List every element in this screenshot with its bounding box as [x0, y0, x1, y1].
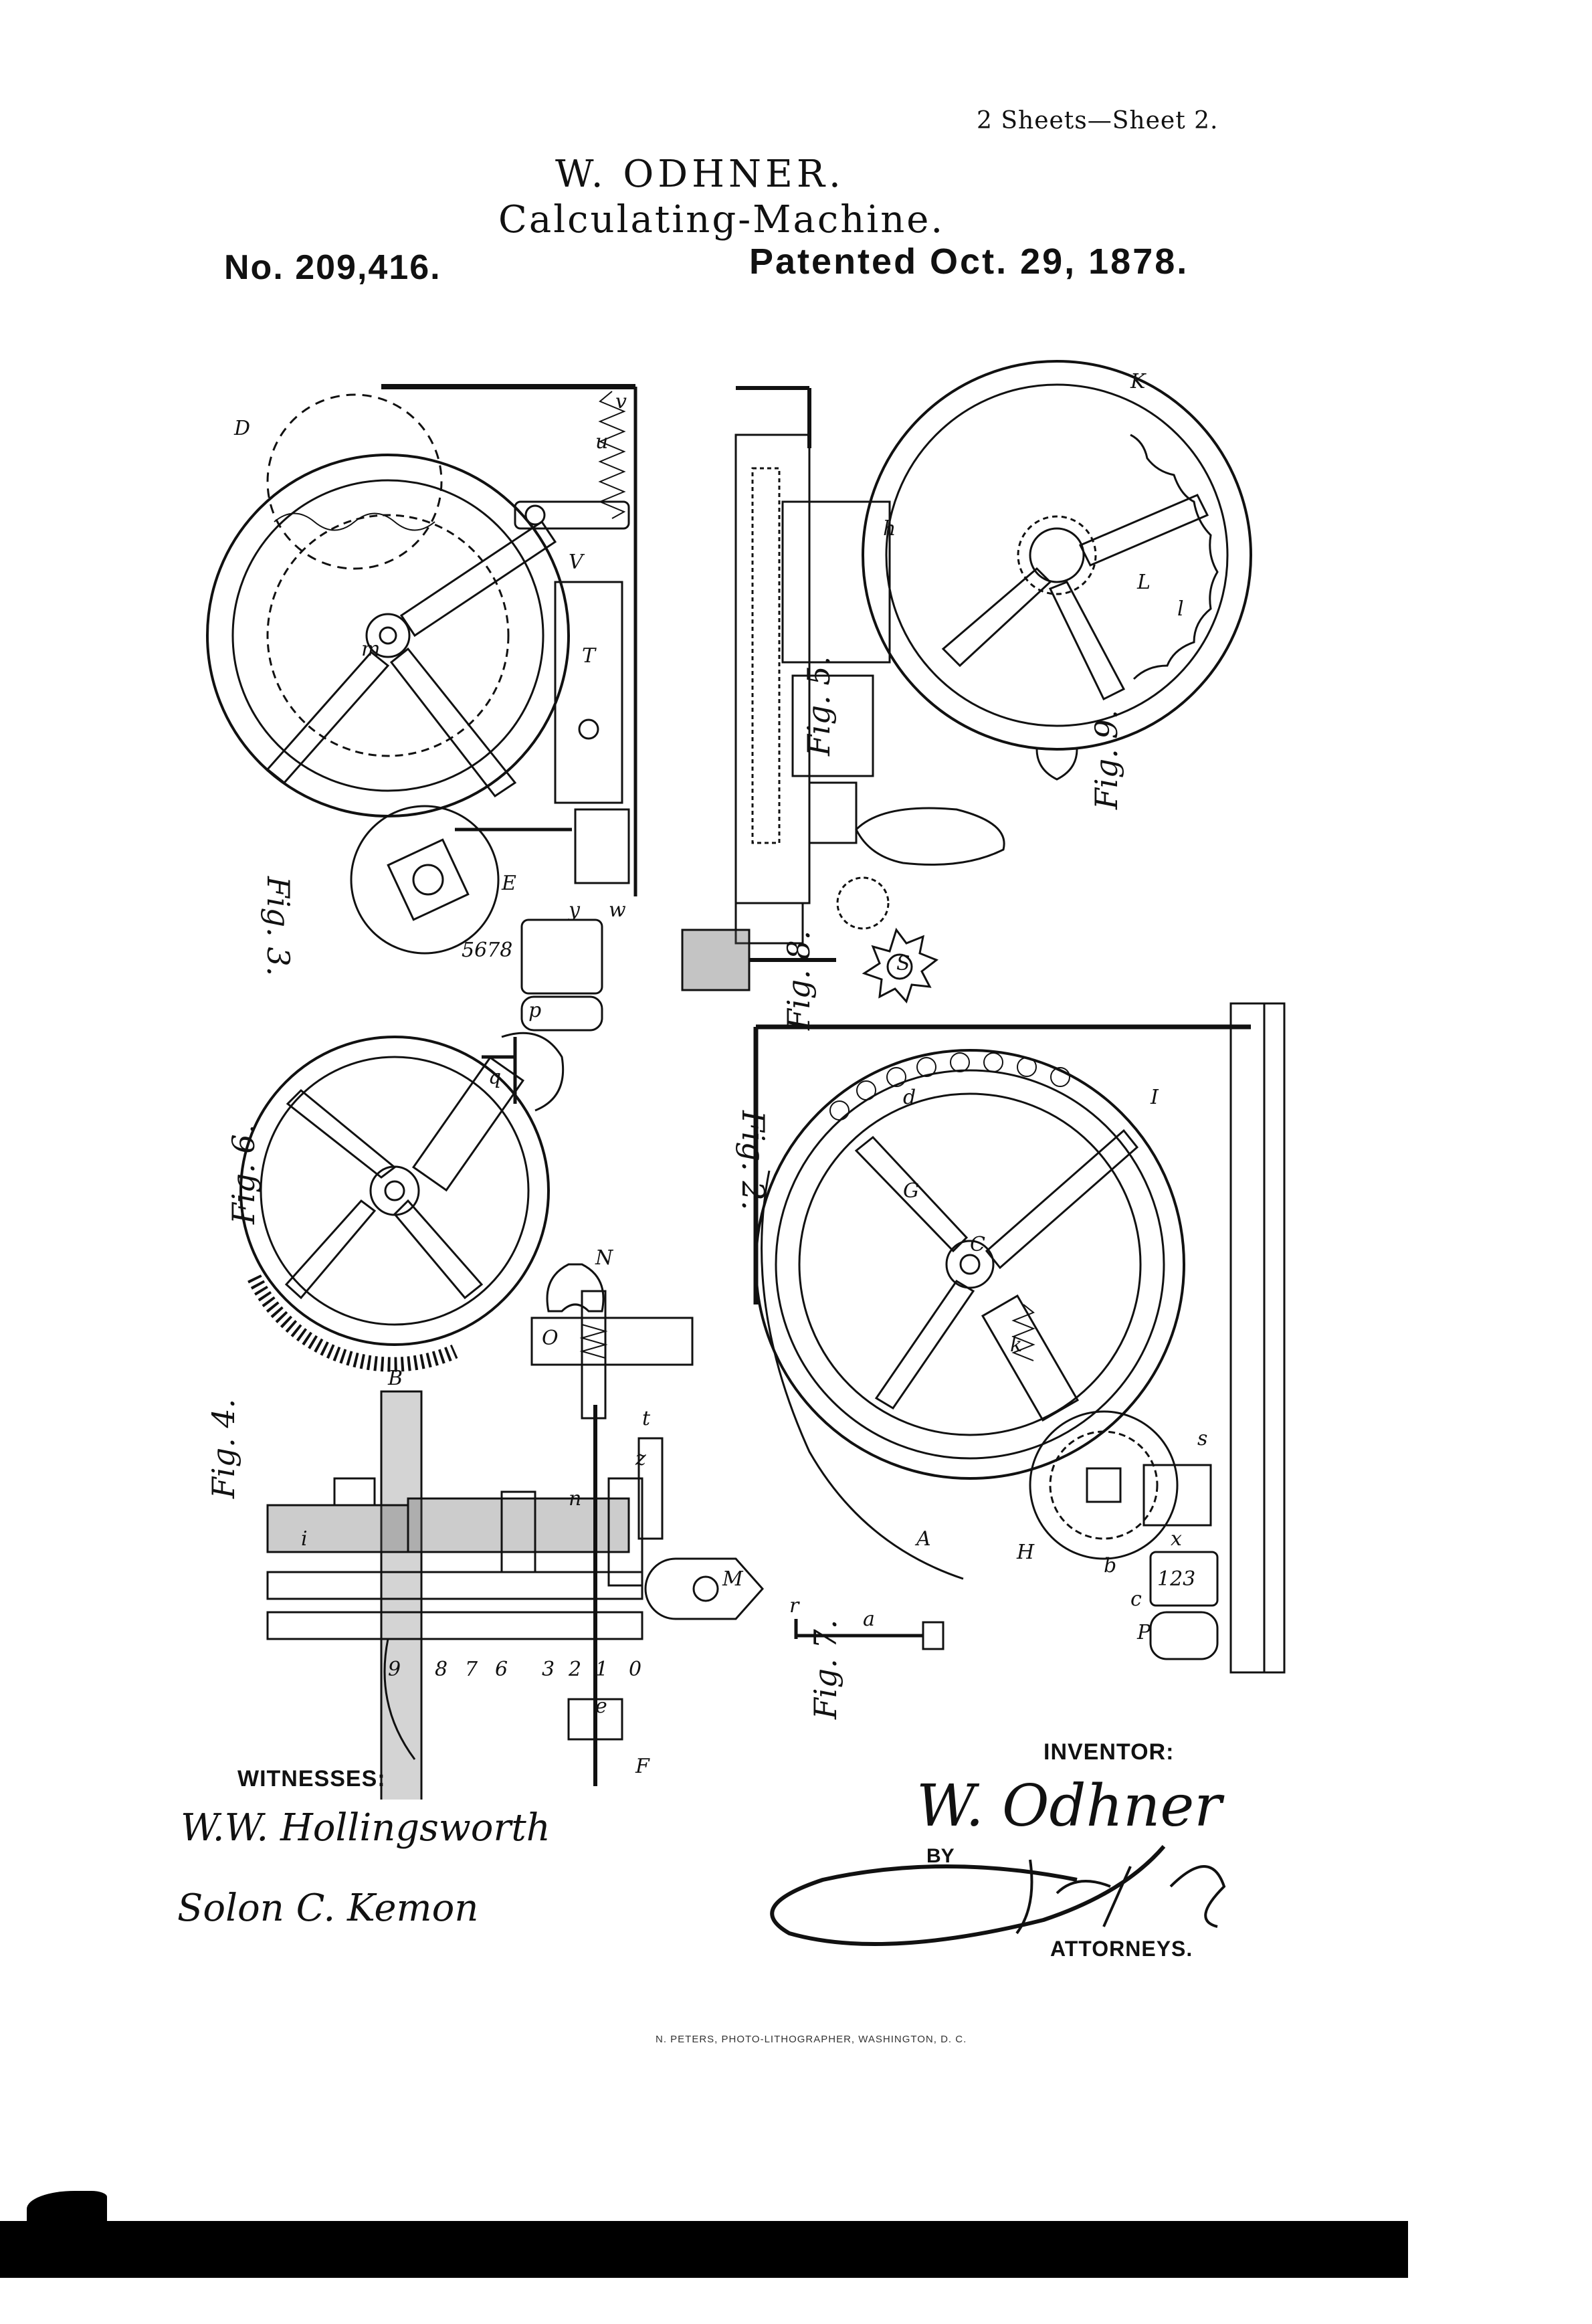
ref-label: u — [595, 430, 608, 454]
fig5-drawing: Fig. 5. — [681, 386, 1005, 991]
ref-label: r — [789, 1594, 800, 1618]
fig4-digit-8: 8 — [435, 1658, 447, 1681]
ref-label: K — [1130, 370, 1147, 393]
ref-label: a — [863, 1608, 875, 1631]
ref-label: O — [542, 1327, 559, 1350]
center-parts — [530, 1263, 765, 1620]
inventor-signature: W. Odhner — [916, 1773, 1222, 1840]
fig9-label: Fig. 9. — [1088, 710, 1124, 810]
patent-drawing: 5678 Fig. 3. Fig. 5. Fig. 8. Fig. — [205, 360, 1286, 1800]
fig7-label: Fig. 7. — [807, 1620, 843, 1720]
fig4-digit-3: 3 — [542, 1658, 555, 1681]
ref-label: M — [722, 1567, 744, 1591]
patent-number: No. 209,416. — [224, 248, 441, 287]
sheet-indicator: 2 Sheets—Sheet 2. — [977, 107, 1219, 134]
ref-label: T — [582, 644, 597, 668]
ref-label: i — [301, 1527, 308, 1551]
ref-label: x — [1171, 1527, 1182, 1551]
fig4-digit-6: 6 — [495, 1658, 508, 1681]
by-label: BY — [926, 1845, 955, 1867]
fig4-digit-0: 0 — [629, 1658, 641, 1681]
lithographer-imprint: N. PETERS, PHOTO-LITHOGRAPHER, WASHINGTO… — [656, 2034, 967, 2045]
fig2-drawing: 123 Fig. 2. — [735, 1002, 1286, 1674]
fig7-drawing: Fig. 7. — [794, 1619, 944, 1720]
fig8-label: Fig. 8. — [781, 931, 817, 1031]
fig2-label: Fig. 2. — [735, 1110, 771, 1210]
fig8-drawing: Fig. 8. — [781, 927, 938, 1031]
counter-digits-bottom: 123 — [1157, 1567, 1195, 1591]
ref-label: D — [233, 417, 250, 440]
ref-label: y — [567, 898, 581, 922]
ref-label: L — [1136, 571, 1151, 594]
fig9-drawing: Fig. 9. — [862, 360, 1252, 810]
ref-label: E — [501, 872, 516, 895]
fig4-digit-9: 9 — [388, 1658, 401, 1681]
reference-letters: A B C D E F G H I K L M N O P S T V a b … — [233, 370, 1207, 1778]
fig3-drawing: 5678 Fig. 3. — [206, 384, 637, 1032]
ref-label: H — [1016, 1541, 1035, 1564]
ref-label: p — [528, 999, 541, 1022]
ref-label: v — [615, 390, 627, 413]
inventor-name-heading: W. ODHNER. — [555, 153, 845, 196]
ref-label: G — [903, 1179, 919, 1203]
ref-label: I — [1150, 1086, 1159, 1109]
ref-label: N — [595, 1246, 614, 1270]
ref-label: c — [1130, 1587, 1142, 1611]
ref-label: S — [896, 952, 910, 975]
ref-label: d — [903, 1086, 916, 1109]
fig4-digit-2: 2 — [568, 1658, 581, 1681]
fig6-label: Fig. 6. — [225, 1125, 262, 1225]
ref-label: e — [595, 1694, 607, 1718]
ref-label: C — [970, 1233, 985, 1256]
ref-label: s — [1197, 1427, 1207, 1450]
ref-label: m — [361, 638, 380, 661]
fig4-digit-1: 1 — [595, 1658, 608, 1681]
counter-digits-top: 5678 — [462, 939, 512, 962]
witness-2-signature: Solon C. Kemon — [177, 1886, 479, 1930]
attorneys-label: ATTORNEYS. — [1050, 1937, 1193, 1961]
ref-label: A — [914, 1527, 931, 1551]
fig5-label: Fig. 5. — [801, 656, 837, 757]
ref-label: P — [1136, 1621, 1151, 1644]
fig3-label: Fig. 3. — [260, 876, 296, 976]
ref-label: l — [1177, 597, 1184, 621]
witnesses-label: WITNESSES: — [237, 1766, 386, 1792]
scan-bottom-bar — [0, 2221, 1408, 2278]
fig4-digit-7: 7 — [465, 1658, 478, 1681]
attorney-signature-flourish — [770, 1845, 1226, 1946]
invention-title: Calculating-Machine. — [498, 198, 945, 241]
fig6-drawing: Fig. 6. — [225, 1032, 565, 1372]
fig4-drawing: 9 8 7 6 3 2 1 0 Fig. 4. — [205, 1390, 643, 1800]
scan-edge-artifact — [27, 2191, 107, 2221]
witness-1-signature: W.W. Hollingsworth — [181, 1806, 551, 1850]
inventor-label: INVENTOR: — [1043, 1739, 1175, 1765]
ref-label: F — [635, 1755, 650, 1778]
ref-label: q — [488, 1066, 501, 1089]
ref-label: h — [883, 517, 896, 541]
patented-date: Patented Oct. 29, 1878. — [749, 241, 1189, 282]
ref-label: n — [569, 1487, 581, 1511]
ref-label: b — [1104, 1554, 1116, 1577]
ref-label: w — [609, 898, 626, 922]
ref-label: z — [635, 1447, 646, 1470]
ref-label: V — [569, 551, 585, 574]
fig4-label: Fig. 4. — [205, 1399, 241, 1499]
ref-label: B — [387, 1367, 403, 1390]
ref-label: k — [1010, 1333, 1022, 1357]
ref-label: t — [642, 1407, 651, 1430]
